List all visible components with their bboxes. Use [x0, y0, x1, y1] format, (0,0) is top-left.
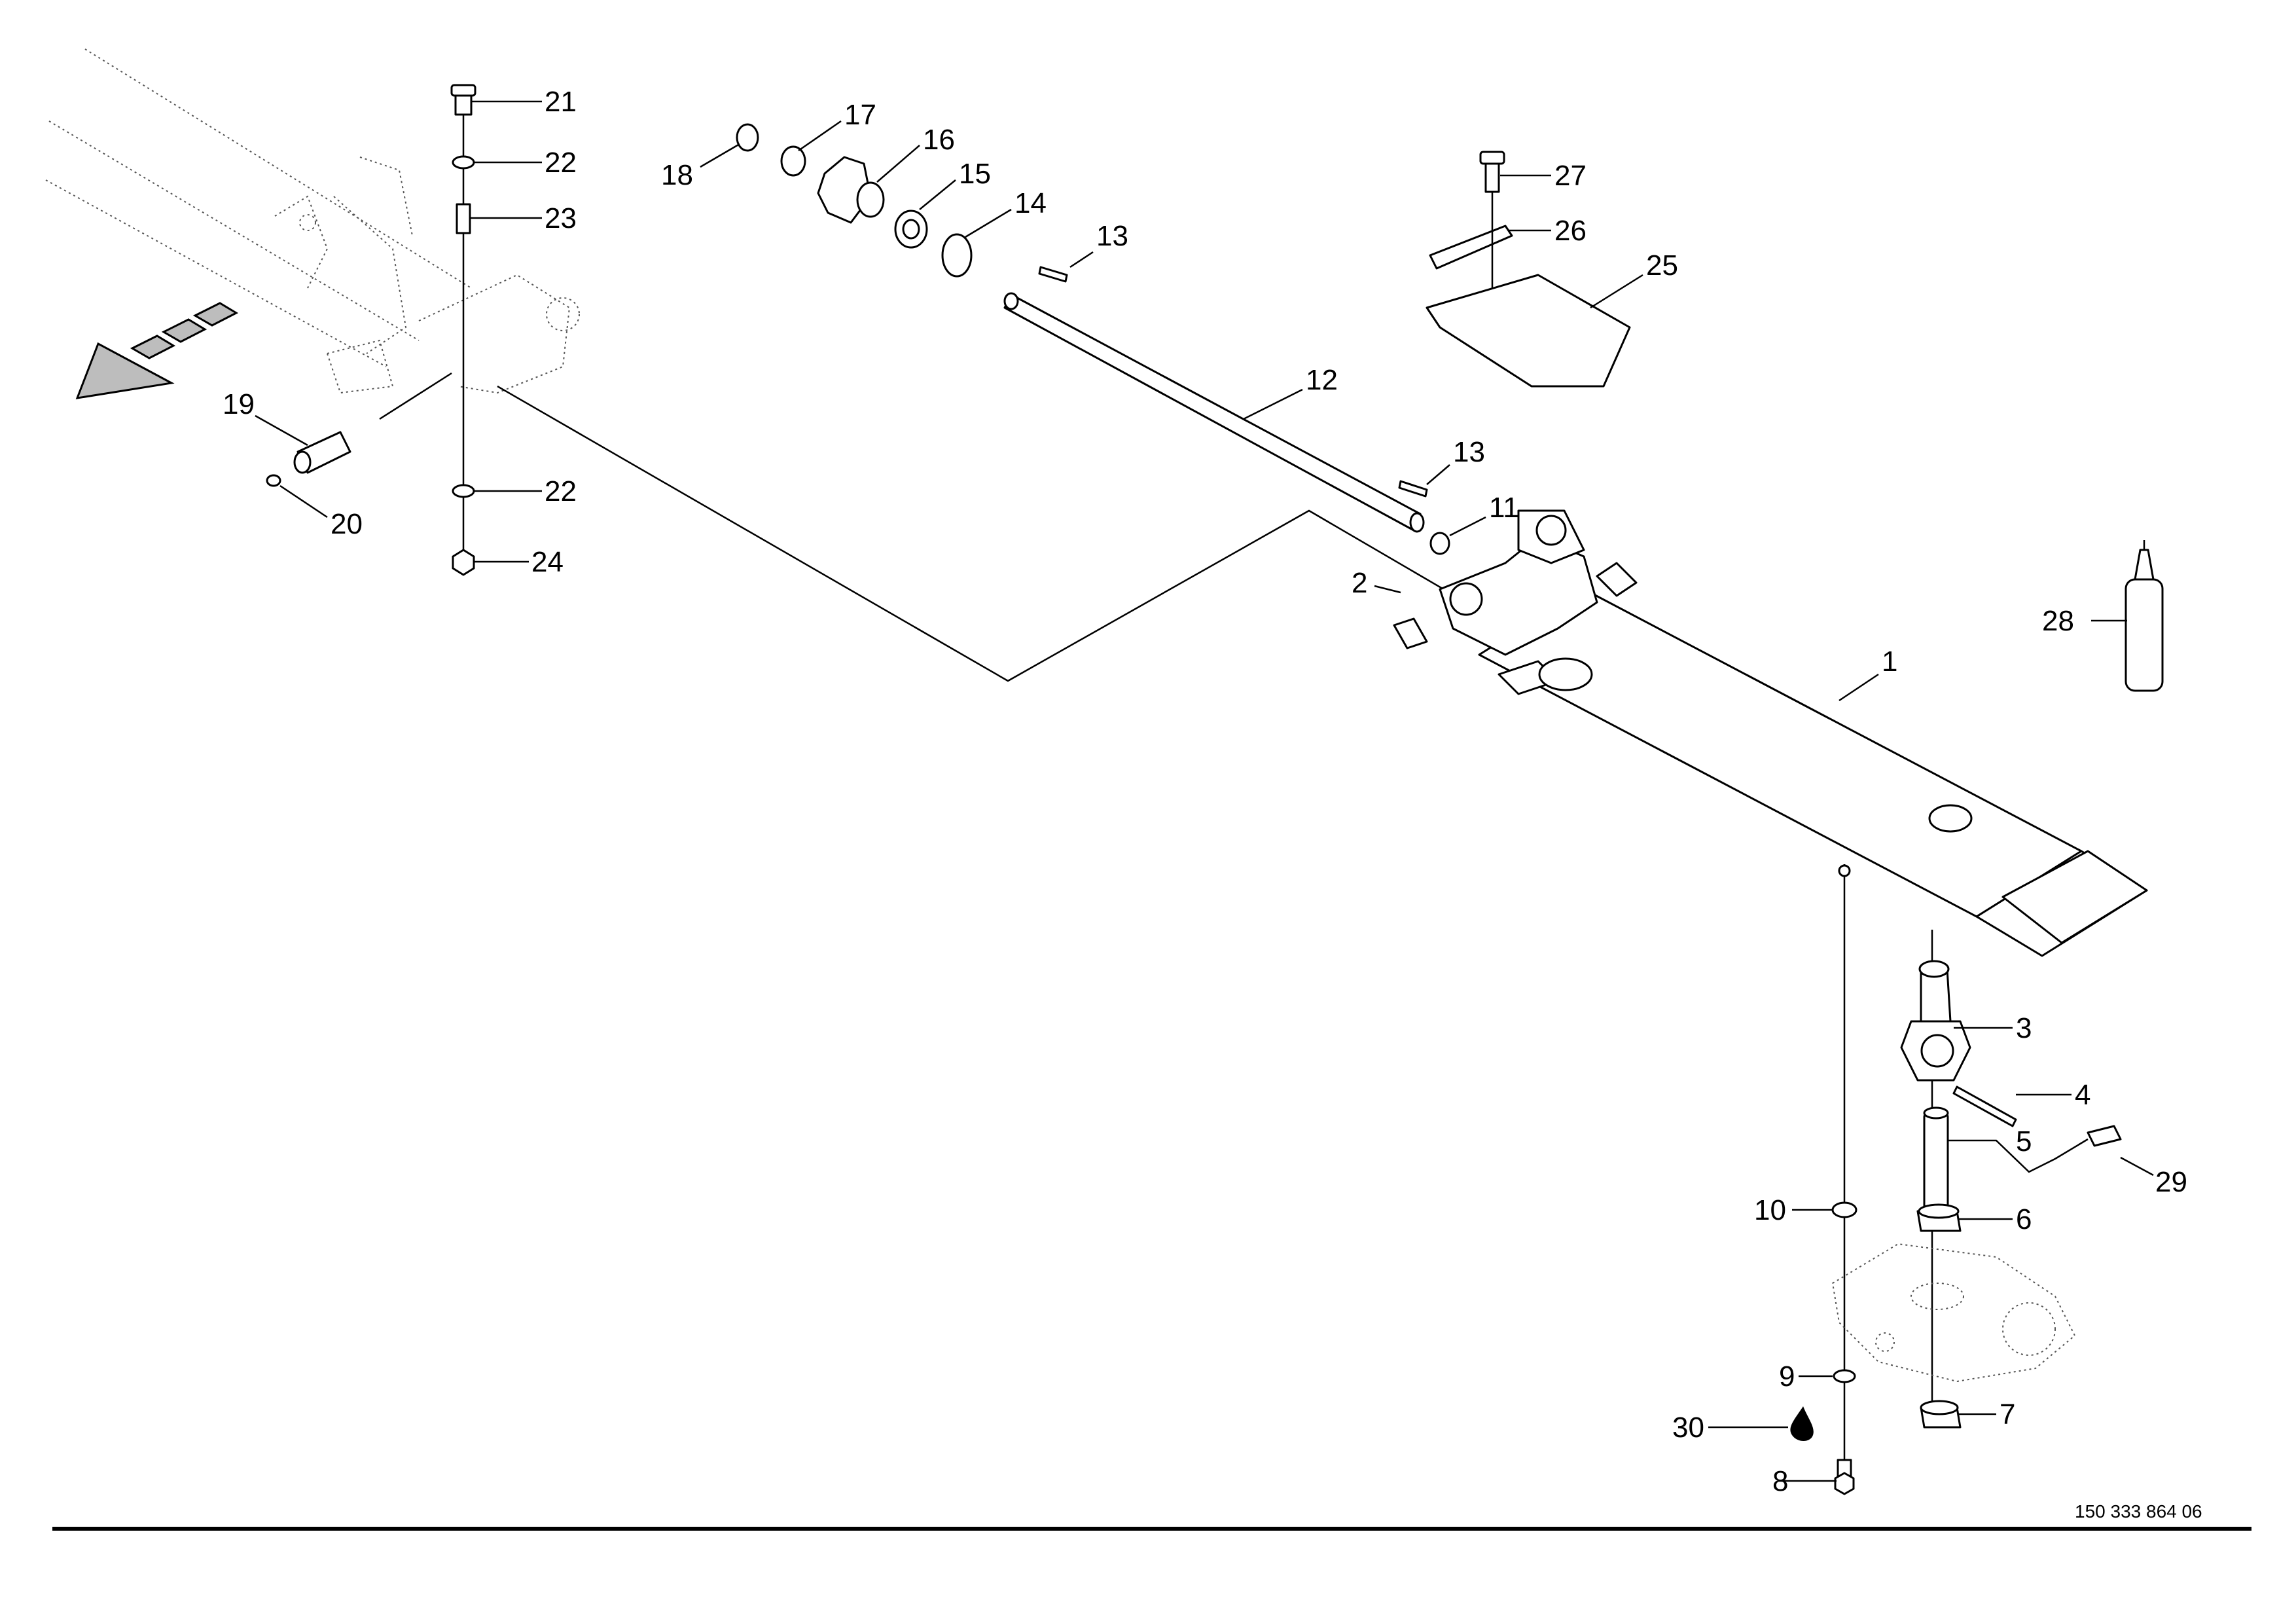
callout-23: 23: [545, 202, 577, 234]
bracket-26: [1429, 225, 1513, 270]
cover-assembly: [1426, 151, 1631, 388]
callout-8: 8: [1772, 1465, 1788, 1497]
shaft-12: [1003, 293, 1422, 532]
ring-18: [736, 123, 759, 152]
washer-17: [780, 145, 806, 177]
pin-assembly: [266, 372, 452, 487]
clip-20: [266, 474, 281, 487]
lower-right-stack: [1831, 864, 2122, 1495]
cartridge-28: [2125, 540, 2164, 692]
callout-9: 9: [1779, 1360, 1795, 1393]
key-13-lower: [1398, 480, 1428, 498]
callout-11: 11: [1489, 492, 1519, 524]
callout-21: 21: [545, 86, 577, 118]
callout-2: 2: [1352, 567, 1367, 599]
callout-10: 10: [1754, 1194, 1786, 1226]
callout-20: 20: [331, 508, 363, 540]
washer-10: [1831, 1201, 1857, 1218]
callout-1: 1: [1882, 646, 1897, 678]
callout-15: 15: [959, 158, 991, 190]
washer-9: [1833, 1369, 1856, 1383]
callout-13-top: 13: [1096, 220, 1128, 252]
callout-28: 28: [2042, 605, 2074, 637]
callout-22-top: 22: [545, 147, 577, 179]
callout-7: 7: [2000, 1398, 2015, 1431]
main-beam: [1393, 509, 2148, 957]
callout-24: 24: [531, 546, 564, 578]
callouts: 21 22 23 22 24 19 20 18 17 16 15 14 13 1…: [223, 86, 2187, 1497]
ring-11: [1429, 532, 1450, 555]
nut-24: [452, 549, 475, 576]
ghost-frame: [45, 48, 580, 394]
leader-lines: [255, 100, 2154, 1482]
callout-30: 30: [1672, 1412, 1704, 1444]
callout-18: 18: [661, 159, 693, 191]
key-13-top: [1038, 266, 1068, 283]
callout-3: 3: [2016, 1012, 2032, 1044]
callout-16: 16: [923, 124, 955, 156]
nipple-29: [2087, 1125, 2122, 1147]
bearing-parts: [736, 123, 1450, 555]
callout-19: 19: [223, 388, 255, 420]
beam-1: [1478, 588, 2083, 918]
callout-27: 27: [1554, 160, 1587, 192]
document-number: 150 333 864 06: [2075, 1501, 2202, 1522]
callout-13-lower: 13: [1453, 436, 1485, 468]
washer-22-top: [452, 155, 475, 170]
pin-4: [1952, 1085, 2017, 1127]
direction-arrow: [75, 302, 239, 399]
callout-6: 6: [2016, 1203, 2032, 1235]
callout-14: 14: [1014, 187, 1047, 219]
callout-22-bottom: 22: [545, 475, 577, 507]
callout-25: 25: [1646, 249, 1678, 282]
callout-26: 26: [1554, 215, 1587, 247]
callout-12: 12: [1306, 364, 1338, 396]
callout-4: 4: [2075, 1079, 2090, 1111]
spacer-23: [456, 203, 471, 234]
callout-17: 17: [844, 99, 876, 131]
left-fastener-stack: [450, 84, 476, 576]
bushing-2: [1393, 617, 1428, 649]
bolt-27: [1484, 159, 1500, 193]
washer-22-bottom: [452, 484, 475, 498]
connector-line: [497, 385, 1467, 682]
callout-29: 29: [2155, 1166, 2187, 1198]
cover-plate-25: [1426, 274, 1631, 388]
oil-drop-30-icon: [1790, 1406, 1814, 1441]
seal-14: [941, 233, 973, 278]
callout-5: 5: [2016, 1125, 2032, 1158]
ghost-gearbox: [1831, 1243, 2076, 1383]
